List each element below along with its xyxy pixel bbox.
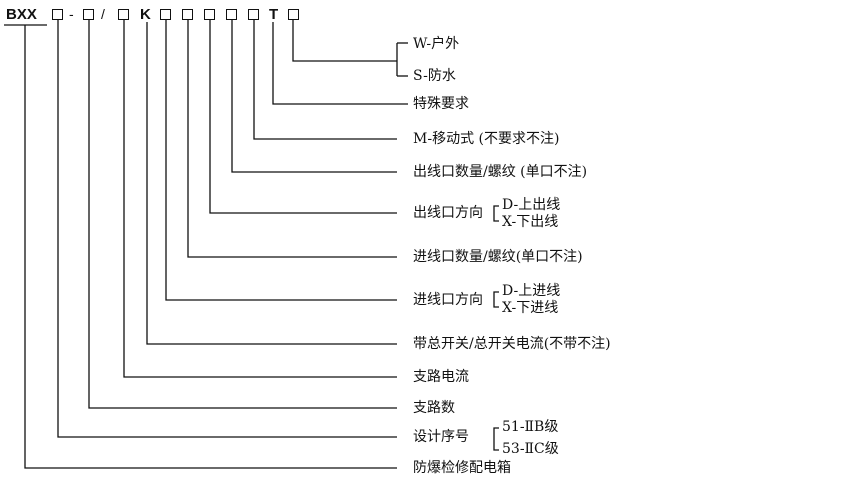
item-label-inlet-count: 进线口数量/螺纹(单口不注) <box>413 249 583 265</box>
code-box-branch-count <box>83 9 94 20</box>
code-box-design-number <box>52 9 63 20</box>
option-design-51: 51-ⅡB级 <box>502 419 559 435</box>
item-label-branch-count: 支路数 <box>413 400 455 416</box>
code-box-environment <box>288 9 299 20</box>
model-code: BXX - / K T <box>0 0 842 30</box>
option-outlet-down: X-下出线 <box>502 214 559 230</box>
item-label-mobile: M-移动式 (不要求不注) <box>413 131 560 147</box>
code-box-inlet-count <box>182 9 193 20</box>
code-box-mobile <box>248 9 259 20</box>
option-design-53: 53-ⅡC级 <box>502 441 559 457</box>
code-box-inlet-direction <box>160 9 171 20</box>
item-label-product: 防爆检修配电箱 <box>413 460 511 476</box>
option-inlet-down: X-下进线 <box>502 300 559 316</box>
option-outlet-up: D-上出线 <box>502 197 561 213</box>
item-label-outlet-count: 出线口数量/螺纹 (单口不注) <box>413 164 588 180</box>
code-prefix: BXX <box>6 6 37 23</box>
item-label-branch-current: 支路电流 <box>413 369 469 385</box>
item-label-waterproof: S-防水 <box>413 68 456 84</box>
item-label-main-switch: 带总开关/总开关电流(不带不注) <box>413 336 611 352</box>
option-inlet-up: D-上进线 <box>502 283 561 299</box>
code-dash: - <box>69 6 74 22</box>
item-label-special: 特殊要求 <box>413 96 469 112</box>
item-label-outlet-direction: 出线口方向 <box>413 205 483 221</box>
code-t: T <box>269 6 279 23</box>
code-box-outlet-direction <box>204 9 215 20</box>
item-label-outdoor: W-户外 <box>413 36 460 52</box>
code-k: K <box>140 6 151 23</box>
code-box-outlet-count <box>226 9 237 20</box>
code-slash: / <box>101 6 105 22</box>
item-label-inlet-direction: 进线口方向 <box>413 292 483 308</box>
item-label-design-number: 设计序号 <box>413 429 469 445</box>
code-box-branch-current <box>118 9 129 20</box>
